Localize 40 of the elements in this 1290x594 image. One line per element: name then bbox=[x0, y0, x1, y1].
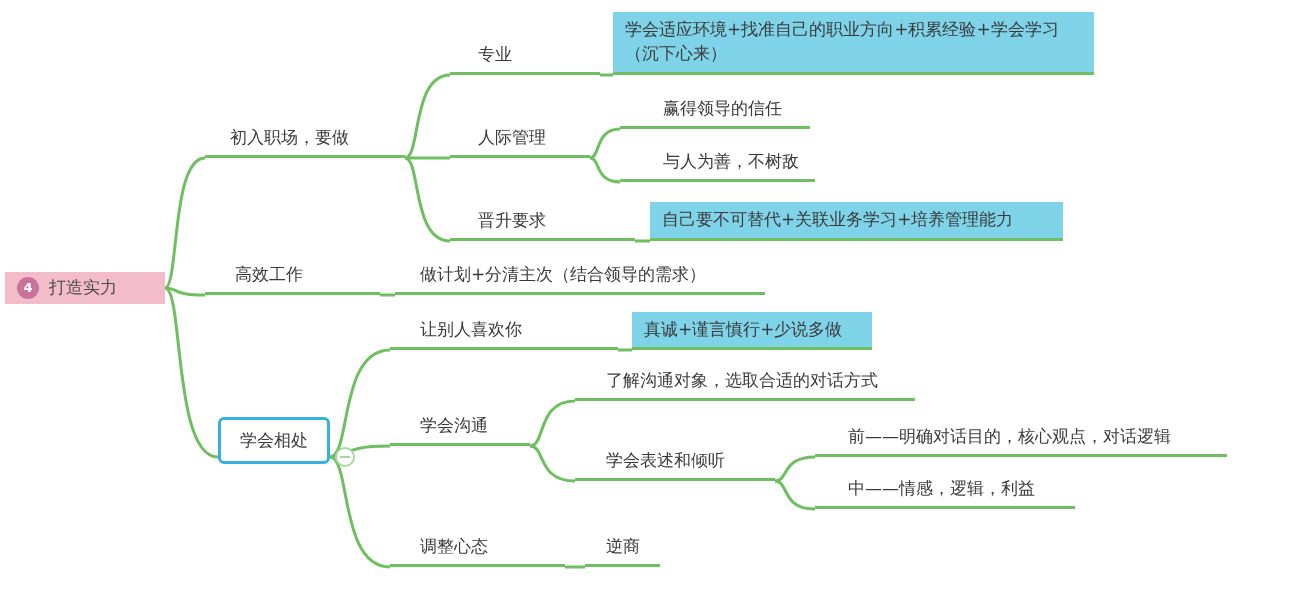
branch-line bbox=[380, 293, 395, 297]
highlight-box: 自己要不可替代+关联业务学习+培养管理能力 bbox=[650, 202, 1063, 241]
branch-line bbox=[329, 444, 391, 459]
branch-topic: 赢得领导的信任 bbox=[620, 95, 810, 129]
branch-topic: 高效工作 bbox=[205, 260, 380, 295]
branch-line bbox=[774, 455, 816, 483]
branch-line bbox=[589, 127, 621, 160]
branch-line bbox=[164, 286, 219, 459]
branch-topic: 中——情感，逻辑，利益 bbox=[815, 473, 1075, 509]
topic-box: 学会相处 bbox=[218, 417, 330, 464]
branch-topic: 与人为善，不树敌 bbox=[620, 148, 815, 182]
branch-topic: 让别人喜欢你 bbox=[390, 315, 618, 350]
highlight-box: 学会适应环境+找准自己的职业方向+积累经验+学会学习（沉下心来） bbox=[613, 12, 1094, 75]
branch-line bbox=[529, 399, 576, 448]
branch-line bbox=[404, 73, 451, 160]
root-topic-text: 打造实力 bbox=[49, 276, 117, 300]
branch-line bbox=[329, 455, 391, 569]
branch-topic: 学会表述和倾听 bbox=[575, 446, 775, 481]
branch-topic: 初入职场，要做 bbox=[205, 122, 405, 158]
number-badge: 4 bbox=[17, 277, 39, 299]
branch-line bbox=[565, 565, 585, 569]
branch-line bbox=[618, 348, 632, 352]
branch-line bbox=[635, 239, 650, 243]
branch-topic: 专业 bbox=[450, 40, 600, 75]
branch-topic: 人际管理 bbox=[450, 122, 590, 158]
branch-line bbox=[774, 479, 816, 511]
branch-line bbox=[600, 73, 613, 77]
branch-line bbox=[405, 156, 450, 160]
branch-topic: 做计划+分清主次（结合领导的需求） bbox=[395, 260, 765, 295]
branch-topic: 前——明确对话目的，核心观点，对话逻辑 bbox=[815, 421, 1227, 457]
branch-topic: 晋升要求 bbox=[450, 205, 635, 241]
branch-topic: 学会沟通 bbox=[390, 410, 530, 446]
branch-line bbox=[404, 156, 451, 243]
branch-line bbox=[164, 156, 206, 290]
branch-topic: 逆商 bbox=[585, 531, 660, 567]
branch-topic: 了解沟通对象，选取合适的对话方式 bbox=[575, 365, 915, 401]
branch-line bbox=[529, 444, 576, 483]
branch-topic: 调整心态 bbox=[390, 531, 565, 567]
highlight-box: 真诚+谨言慎行+少说多做 bbox=[632, 312, 872, 350]
branch-line bbox=[589, 156, 621, 184]
